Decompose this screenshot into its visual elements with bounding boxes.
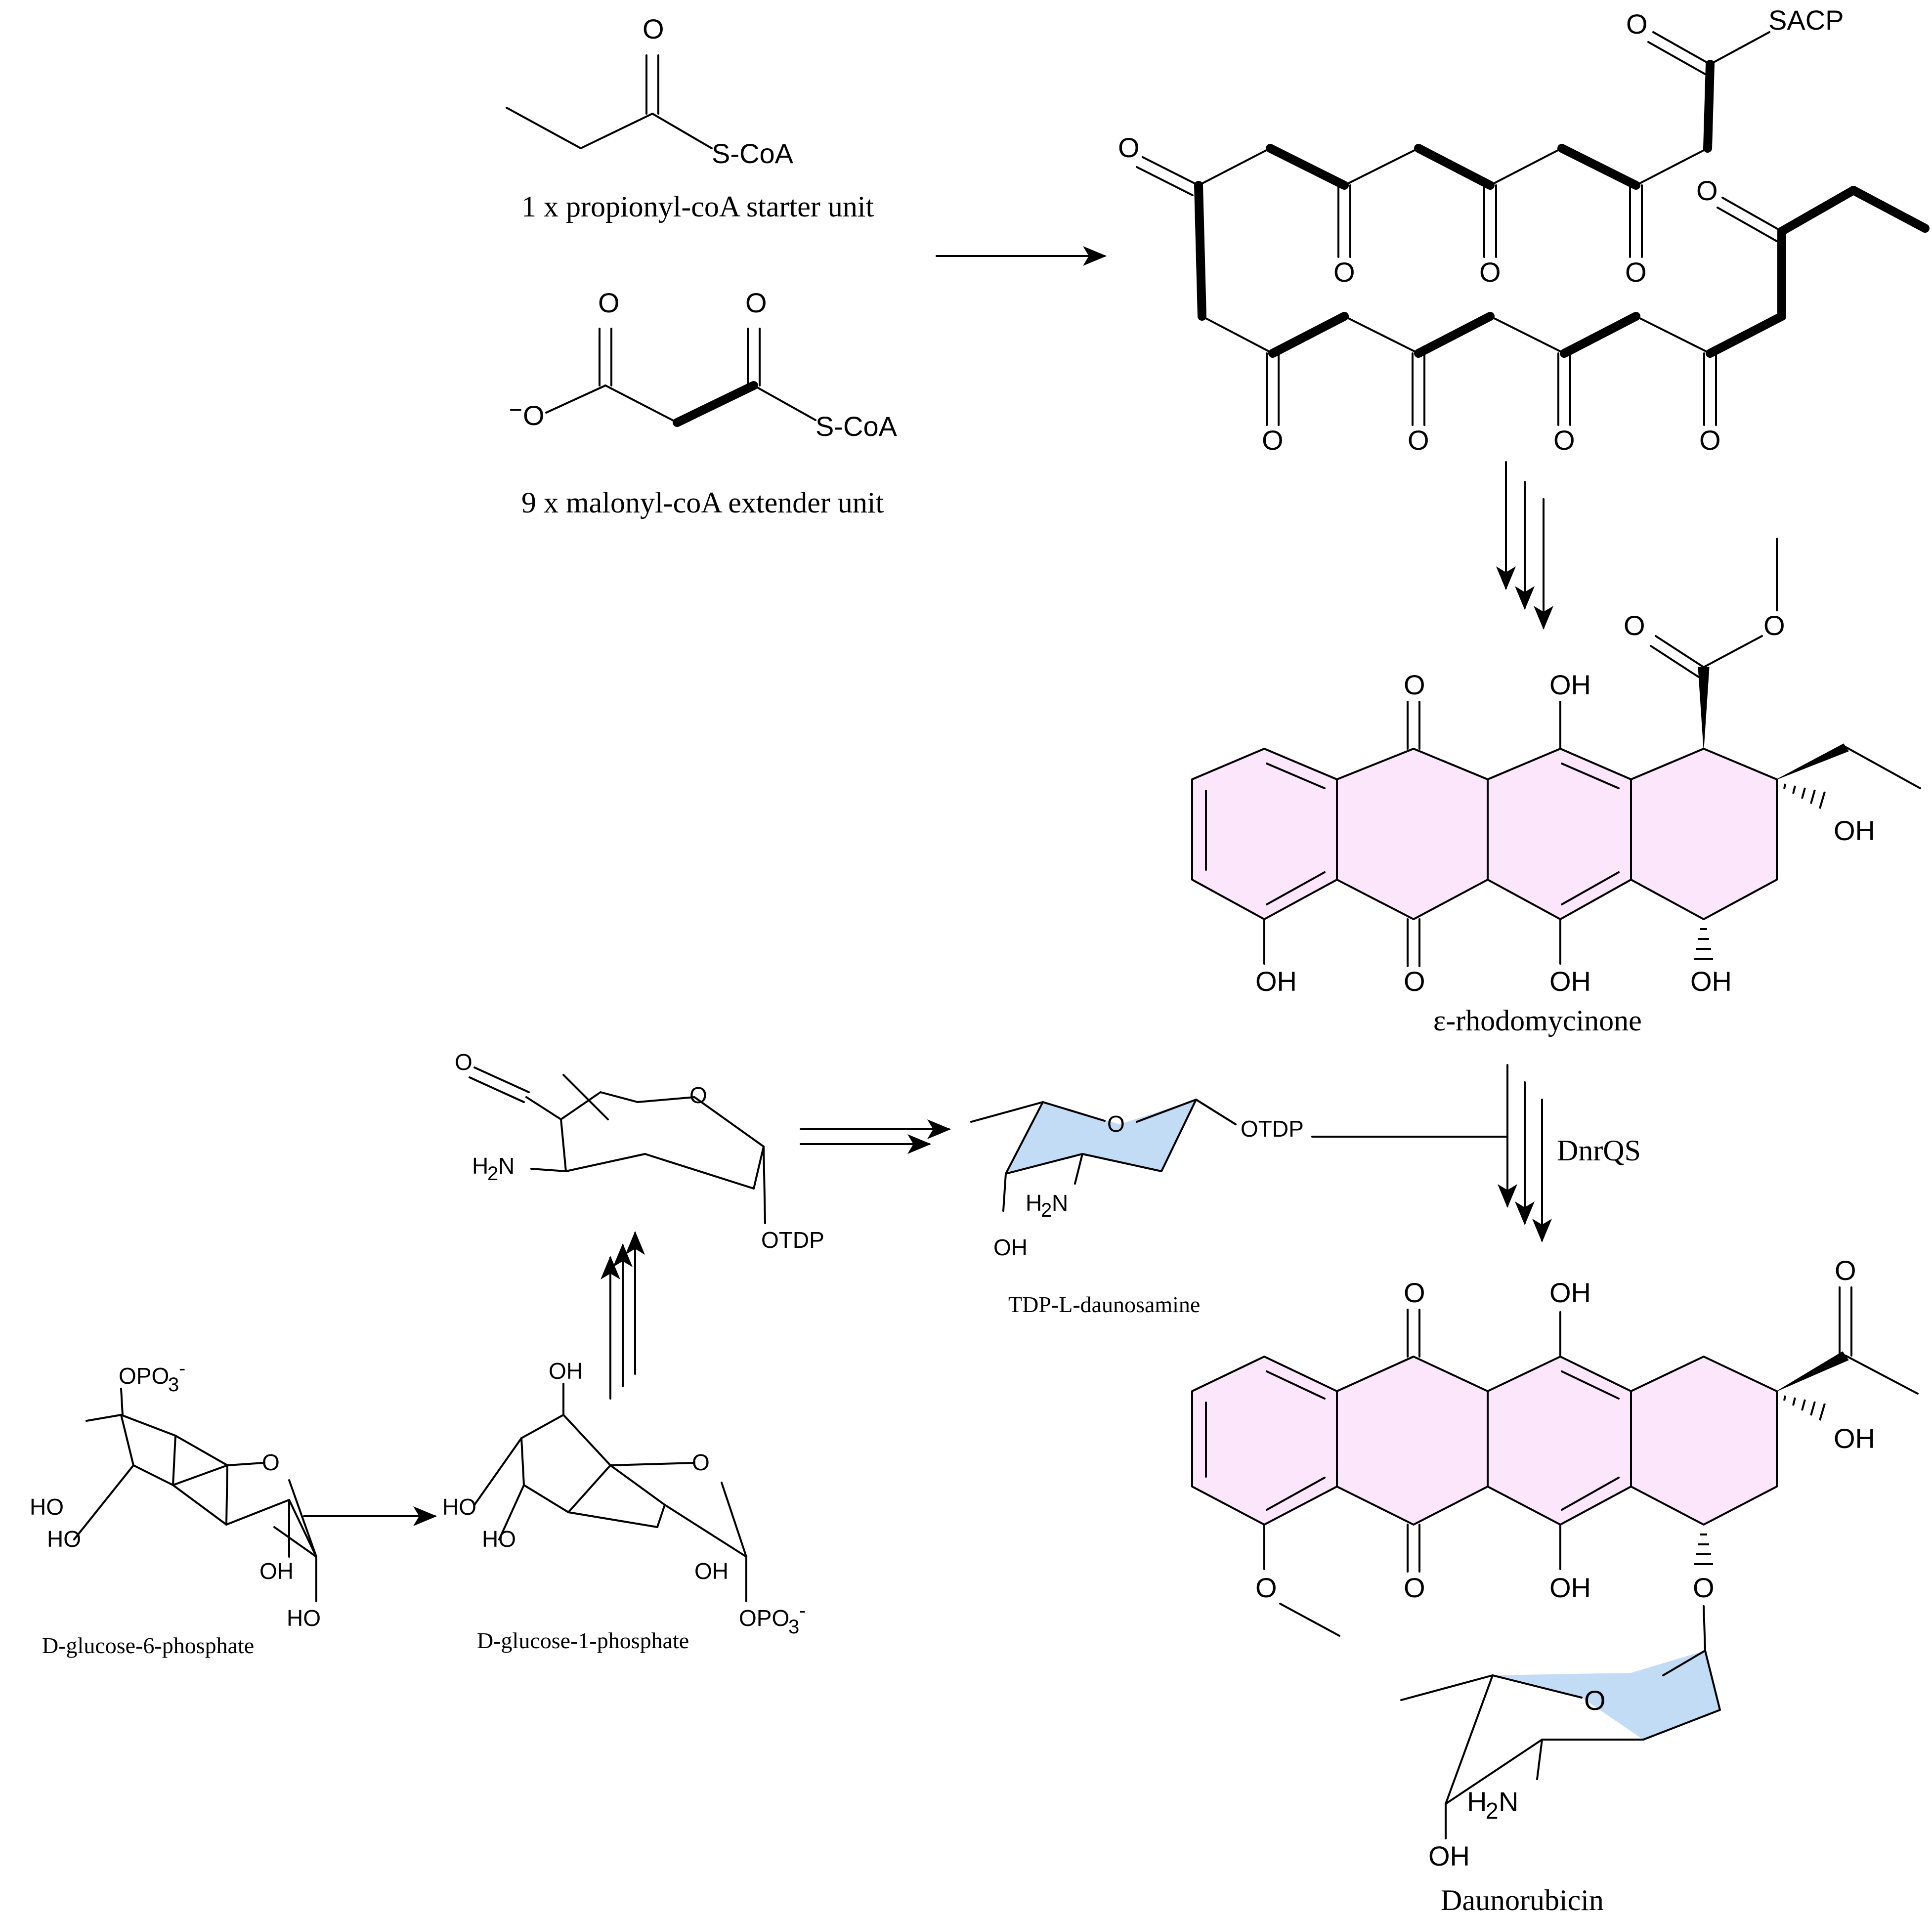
propionyl-carbonyl-o: O [643,13,664,44]
dauno-o-top: O [1404,1277,1425,1308]
rhodomycinone-caption: ε-rhodomycinone [1433,1004,1642,1037]
keto-sugar-h2n-h: H [472,1153,488,1179]
malonyl-s-coa: S-CoA [816,411,898,442]
g6p-ho-3: HO [287,1605,321,1631]
rhodo-oh-top: OH [1549,669,1591,700]
propionyl-s-coa: S-CoA [712,138,794,169]
daunosamine-otdp: OTDP [1241,1116,1304,1142]
polyketide-chain-structure: O O O O O SACP O O O O O [1118,4,1930,456]
malonyl-caption: 9 x malonyl-coA extender unit [521,486,884,519]
arrow-cyclization [1496,461,1553,630]
polyketide-o-6: O [1696,175,1718,206]
dauno-oh-right: OH [1834,1423,1875,1454]
daunorubicin-hashed-o-glycoside [1694,1534,1713,1565]
dauno-h2n-n: N [1499,1786,1518,1817]
rhodomycinone-hashed-oh-bottom [1694,928,1713,960]
glucose6p-caption: D-glucose-6-phosphate [42,1633,254,1658]
rhodomycinone-hashed-oh [1783,783,1826,809]
dauno-o-bottom: O [1404,1572,1425,1603]
tdp-daunosamine-structure: O OTDP H 2 N OH [970,1099,1304,1260]
dauno-acetyl-o: O [1835,1255,1856,1286]
g6p-sub3: 3 [168,1374,179,1396]
malonyl-coa-structure: O O O − S-CoA [509,287,898,442]
keto-amino-sugar-structure: O O H 2 N OTDP [455,1049,824,1253]
rhodo-oh-right: OH [1834,815,1875,846]
g6p-ho-2: HO [47,1526,81,1552]
daunosamine-oh: OH [993,1235,1028,1260]
g1p-oh: OH [694,1558,729,1584]
arrow-sugar-steps [601,1231,645,1400]
g1p-sub3: 3 [788,1616,799,1638]
keto-sugar-h2n-2: 2 [487,1163,498,1185]
daunorubicin-caption: Daunorubicin [1441,1884,1604,1917]
polyketide-o-2: O [1333,256,1355,288]
rhodo-ester-o: O [1624,610,1645,641]
g6p-oh: OH [259,1558,294,1584]
polyketide-o-1: O [1118,132,1140,163]
arrow-glycosylation [1498,1064,1552,1242]
glucose-6-phosphate-structure: OPO 3 - O HO HO OH HO [30,1358,321,1631]
rhodo-oh-d: OH [1690,966,1732,997]
daunosamine-ring-o: O [1107,1111,1125,1137]
arrow-to-daunosamine [800,1119,951,1154]
enzyme-label: DnrQS [1557,1134,1641,1167]
g1p-ring-o: O [692,1449,710,1475]
malonyl-carbonyl-o1: O [598,287,620,318]
g6p-ho-1: HO [30,1494,64,1520]
daunorubicin-structure: O OH O OH O O OH O O H 2 N OH [1191,1255,1919,1872]
polyketide-o-7: O [1262,425,1284,456]
dauno-ring-o: O [1584,1685,1606,1716]
daunosamine-h2n-n: N [1052,1190,1068,1216]
propionyl-coa-structure: O S-CoA [506,13,794,169]
g6p-ring-o: O [262,1449,280,1475]
daunorubicin-hashed-oh [1783,1395,1826,1421]
malonyl-carbonyl-o2: O [745,287,767,318]
polyketide-o-8: O [1408,425,1429,456]
g1p-op: OPO [739,1605,789,1631]
polyketide-o-5: O [1626,8,1648,40]
dauno-oh-top: OH [1549,1277,1591,1308]
polyketide-sacp: SACP [1768,4,1844,36]
rhodo-oh-c: OH [1549,966,1591,997]
g1p-ho-1: HO [442,1494,476,1520]
polyketide-o-3: O [1479,256,1501,288]
rhodo-o-bottom: O [1404,966,1425,997]
malonyl-negative-charge: − [509,397,522,423]
propionyl-caption: 1 x propionyl-coA starter unit [521,190,874,223]
keto-sugar-o: O [455,1049,472,1075]
glucose1p-caption: D-glucose-1-phosphate [477,1628,689,1653]
rhodo-oh-a: OH [1255,966,1297,997]
daunosamine-caption: TDP-L-daunosamine [1008,1292,1200,1317]
dauno-glycoside-o: O [1693,1572,1715,1603]
g6p-minus: - [179,1358,185,1379]
g1p-oh-top: OH [549,1358,583,1384]
g1p-minus: - [799,1600,806,1621]
glucose-1-phosphate-structure: OH O HO HO OH OPO 3 - [442,1358,806,1638]
daunosamine-h2n-h: H [1026,1190,1042,1216]
polyketide-o-4: O [1625,256,1647,288]
dauno-oh-bottom: OH [1549,1572,1591,1603]
polyketide-o-9: O [1553,425,1575,456]
polyketide-o-10: O [1699,425,1721,456]
keto-sugar-otdp: OTDP [761,1227,824,1253]
dauno-h2n-h: H [1467,1786,1487,1817]
g6p-op: OPO [119,1363,169,1389]
keto-sugar-ring-o: O [689,1082,707,1108]
daunosamine-h2n-2: 2 [1041,1199,1052,1221]
dauno-h2n-2: 2 [1486,1798,1499,1824]
rhodo-ester-o2: O [1763,610,1785,641]
g1p-ho-2: HO [482,1526,516,1552]
rhodomycinone-structure: O OH O O OH OH O OH OH [1191,538,1921,997]
keto-sugar-h2n-n: N [498,1153,515,1179]
dauno-methoxy-o: O [1255,1572,1277,1603]
rhodo-o-top: O [1404,669,1425,700]
malonyl-carboxylate-o: O [523,400,545,431]
dauno-sugar-oh: OH [1428,1840,1470,1872]
